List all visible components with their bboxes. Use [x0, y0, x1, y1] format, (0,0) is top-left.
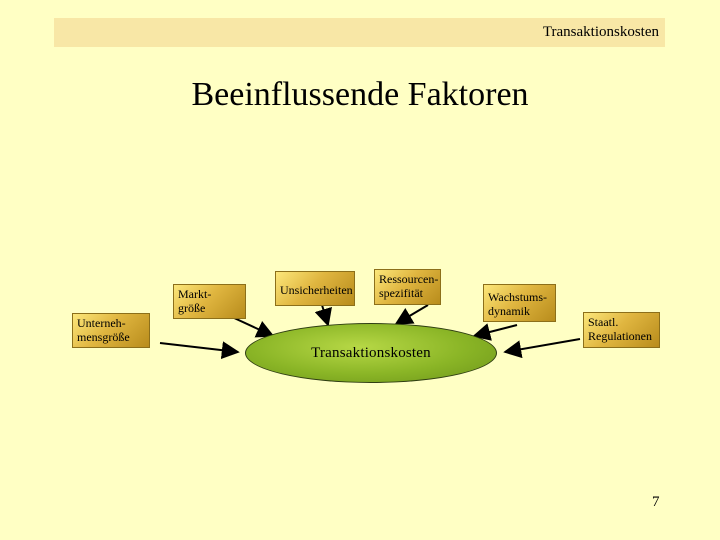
arrow-unternehmensgroesse	[159, 341, 240, 360]
factor-label: Regulationen	[588, 329, 652, 343]
factor-unternehmensgroesse: Unterneh- mensgröße	[72, 313, 150, 348]
factor-label: Unterneh-	[77, 316, 126, 330]
arrow-staatl-regulationen	[503, 338, 581, 359]
center-ellipse	[245, 323, 497, 383]
factor-label: dynamik	[488, 304, 530, 318]
header-title: Transaktionskosten	[542, 24, 659, 40]
arrow-wachstumsdynamik	[472, 323, 518, 341]
center-label: Transaktionskosten	[311, 345, 431, 361]
factor-label: Unsicherheiten	[280, 283, 353, 297]
factor-staatl-regulationen: Staatl. Regulationen	[583, 312, 660, 348]
factor-label: spezifität	[379, 286, 423, 300]
factor-label: größe	[178, 301, 206, 315]
arrow-ressourcenspezifitaet	[394, 304, 429, 325]
factor-label: Ressourcen-	[379, 272, 439, 286]
factor-unsicherheiten: Unsicherheiten	[275, 271, 355, 306]
page-number: 7	[652, 494, 660, 510]
factor-wachstumsdynamik: Wachstums- dynamik	[483, 284, 556, 322]
header-bar: Transaktionskosten	[54, 18, 665, 47]
arrow-marktgroesse	[231, 316, 275, 338]
factor-label: Staatl.	[588, 315, 619, 329]
factor-marktgroesse: Markt- größe	[173, 284, 246, 319]
factor-label: mensgröße	[77, 330, 130, 344]
arrow-unsicherheiten	[314, 304, 332, 327]
factor-ressourcenspezifitaet: Ressourcen- spezifität	[374, 269, 441, 305]
factor-label: Wachstums-	[488, 290, 548, 304]
slide-title: Beeinflussende Faktoren	[191, 76, 529, 113]
factor-label: Markt-	[178, 287, 212, 301]
